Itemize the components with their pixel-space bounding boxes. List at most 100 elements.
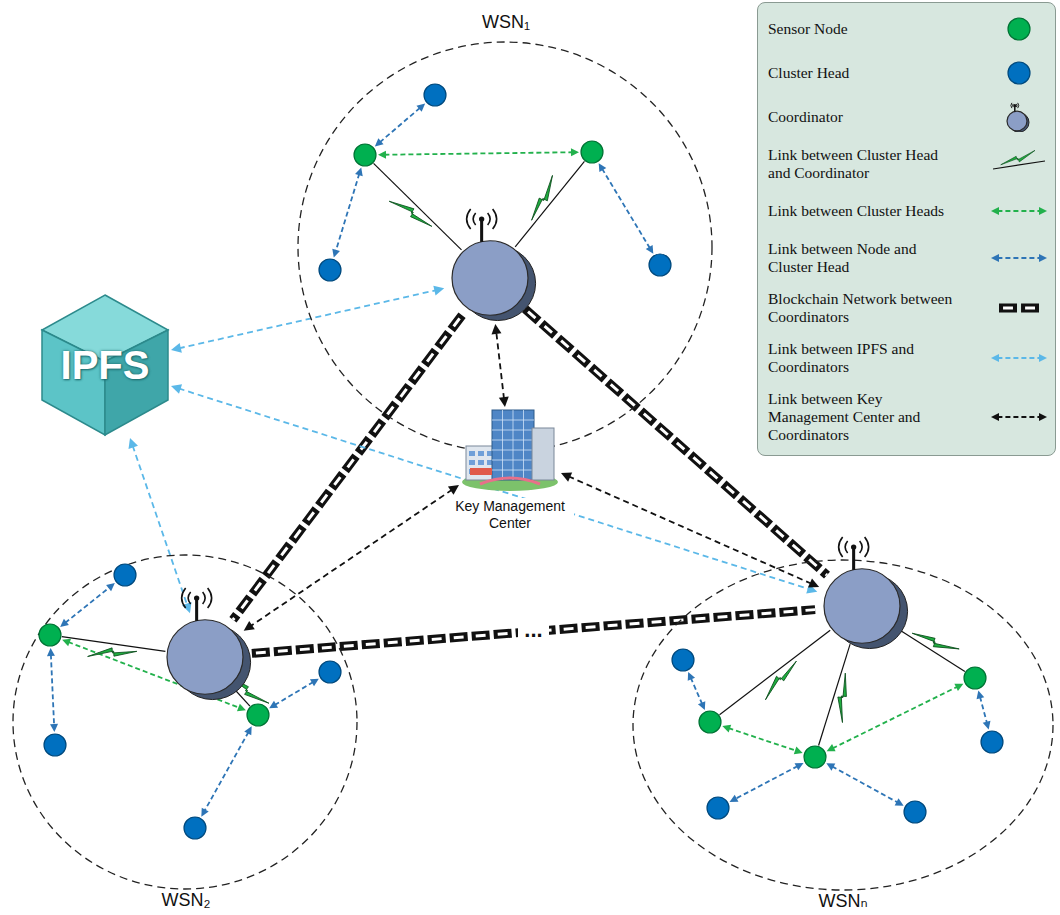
sensor-node: [354, 144, 376, 166]
storage-cube: IPFS: [38, 292, 172, 438]
arrow-head: [977, 691, 985, 700]
arrow-head: [499, 396, 509, 407]
region-boundary: [298, 42, 712, 452]
window-line: [513, 410, 514, 480]
sensor-node: [804, 746, 826, 768]
antenna: [852, 547, 855, 570]
arrow-head: [1039, 354, 1047, 362]
coordinator-body: [1007, 111, 1027, 131]
connector-line: [250, 490, 452, 627]
legend-row: Coordinator: [768, 95, 1051, 139]
node-link: [275, 682, 314, 705]
region-label: WSN₂: [10, 890, 362, 911]
radio-wave: [493, 209, 497, 229]
arrow-head: [201, 808, 208, 817]
node-illustration: [296, 4, 716, 456]
legend-sample: [987, 102, 1051, 132]
arrow-head: [826, 763, 835, 770]
arrow-head: [244, 621, 255, 631]
connector-line: [496, 332, 504, 399]
region-boundary: [633, 560, 1053, 890]
node-illustration: [630, 550, 1056, 914]
link-line: [720, 630, 831, 714]
arrow-head: [106, 583, 115, 591]
arrow-head: [269, 701, 278, 709]
key-link: [561, 472, 819, 587]
arrow-head: [355, 167, 363, 176]
chain-link-hole: [999, 307, 1039, 310]
radio-wave: [473, 213, 476, 225]
arrow-head: [561, 472, 572, 481]
blockchain-chain: [252, 610, 815, 654]
radio-wave: [203, 592, 206, 604]
arrow-head: [47, 648, 55, 656]
window-line: [502, 410, 503, 480]
lightning-bolt: [831, 673, 857, 722]
arrow-head: [332, 249, 340, 258]
legend-row: Sensor Node: [768, 7, 1051, 51]
legend-line: [997, 210, 1040, 212]
legend-row: Link between Node and Cluster Head: [768, 233, 1051, 283]
network-region: WSN₁: [296, 4, 716, 456]
antenna: [480, 219, 483, 242]
node-link: [602, 169, 650, 249]
node-link: [980, 697, 987, 724]
arrow-head: [991, 207, 999, 215]
cluster-head: [184, 817, 206, 839]
arrow-head: [991, 254, 999, 262]
cluster-head: [981, 731, 1003, 753]
arrow-head: [646, 245, 654, 254]
key-link: [492, 324, 509, 407]
blockchain-link: [252, 610, 815, 654]
arrow-head: [378, 151, 386, 159]
arrow-head: [171, 343, 182, 353]
connector-line: [179, 388, 810, 589]
radio-wave: [860, 541, 863, 553]
connector-line: [568, 476, 811, 584]
legend-row: Cluster Head: [768, 51, 1051, 95]
arrow-head: [1039, 254, 1047, 262]
legend-text: Link between Key Management Center and C…: [768, 390, 964, 444]
region-label: WSN₁: [296, 12, 716, 33]
arrow-head: [448, 485, 459, 495]
window: [469, 451, 475, 456]
cluster-head: [424, 84, 446, 106]
arrow-head: [433, 286, 444, 296]
chain-link-hole: [252, 610, 815, 654]
node-link: [336, 174, 360, 252]
antenna-tip: [194, 595, 199, 600]
building-node: Key Management Center: [440, 404, 580, 546]
legend-text: Blockchain Network between Coordinators: [768, 290, 964, 326]
network-region: WSN₂: [10, 550, 362, 914]
network-region: WSNₙ: [630, 550, 1056, 914]
radio-wave: [865, 537, 869, 557]
building-tower: [492, 410, 534, 480]
node-illustration: [10, 550, 362, 914]
sensor-node: [581, 141, 603, 163]
legend-sample: [987, 293, 1051, 323]
legend-text: Link between Cluster Head and Coordinato…: [768, 146, 964, 182]
arrow-head: [698, 701, 705, 710]
connector-line: [179, 290, 437, 348]
lightning-bolt: [912, 623, 959, 659]
coordinator-body: [167, 620, 243, 694]
arrow-head: [237, 704, 246, 711]
legend-row: Link between IPFS and Coordinators: [768, 333, 1051, 383]
arrow-head: [375, 138, 384, 146]
legend-sample: [987, 149, 1051, 179]
cluster-head: [114, 564, 136, 586]
link-line: [62, 637, 166, 652]
arrow-head: [60, 619, 69, 627]
lightning-bolt: [389, 193, 432, 235]
arrow-head: [954, 684, 963, 691]
radio-wave: [188, 592, 191, 604]
arrow-head: [244, 726, 251, 735]
local-links: [47, 583, 319, 817]
legend-sample: [987, 343, 1051, 373]
legend-sample: [987, 14, 1051, 44]
cluster-head: [44, 734, 66, 756]
local-links: [332, 103, 653, 257]
radio-wave: [467, 209, 471, 229]
legend-panel: Sensor NodeCluster HeadCoordinatorLink b…: [757, 2, 1056, 456]
